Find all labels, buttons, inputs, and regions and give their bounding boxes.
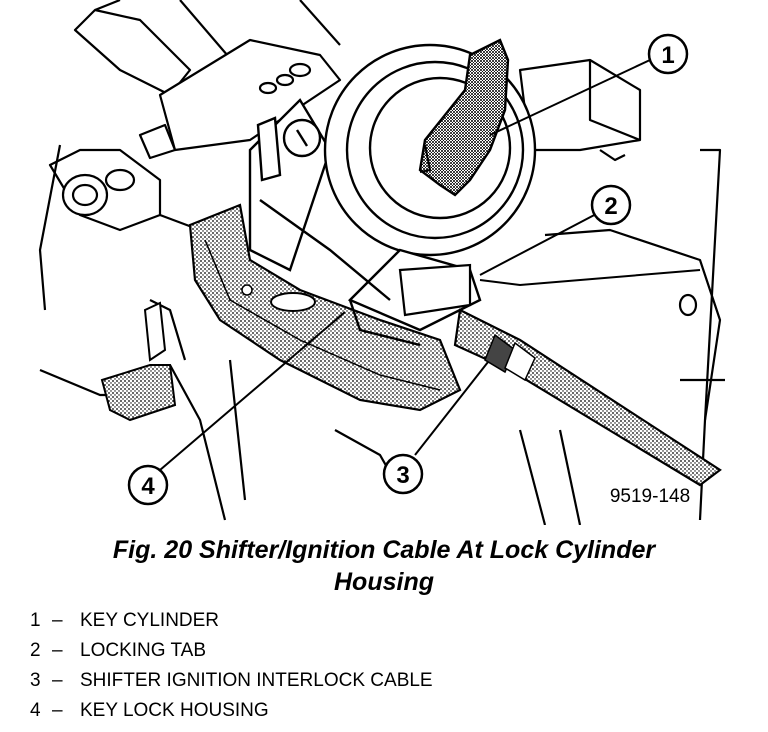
locking-tab (398, 263, 472, 317)
caption-line-1: Fig. 20 Shifter/Ignition Cable At Lock C… (112, 536, 656, 564)
legend-dash: – (52, 610, 63, 631)
legend-dash: – (52, 670, 63, 691)
steering-column-structure (38, 0, 725, 525)
legend-item: 4–KEY LOCK HOUSING (30, 696, 433, 726)
legend-number: 3 (30, 670, 41, 691)
callout-2: 2 (590, 184, 632, 226)
lower-bracket (100, 364, 177, 422)
svg-text:4: 4 (141, 473, 155, 500)
svg-text:1: 1 (661, 42, 674, 69)
legend-number: 1 (30, 610, 41, 631)
legend-label: SHIFTER IGNITION INTERLOCK CABLE (80, 670, 433, 691)
figure-caption: Fig. 20 Shifter/Ignition Cable At Lock C… (0, 534, 768, 598)
key-lock-housing (188, 203, 462, 412)
svg-text:3: 3 (396, 462, 409, 489)
leader-lines (159, 59, 651, 471)
legend-dash: – (52, 640, 63, 661)
figure-code: 9519-148 (610, 486, 690, 507)
callout-4: 4 (127, 464, 169, 506)
key (418, 38, 510, 197)
diagram-illustration: 1 2 3 4 9519-148 (38, 0, 725, 525)
legend-list: 1–KEY CYLINDER 2–LOCKING TAB 3–SHIFTER I… (30, 606, 433, 726)
interlock-cable (453, 269, 722, 487)
legend-item: 2–LOCKING TAB (30, 636, 433, 666)
caption-line-2: Housing (334, 568, 434, 596)
legend-item: 3–SHIFTER IGNITION INTERLOCK CABLE (30, 666, 433, 696)
callout-3: 3 (382, 453, 424, 495)
legend-number: 2 (30, 640, 41, 661)
legend-number: 4 (30, 700, 41, 721)
legend-label: LOCKING TAB (80, 640, 206, 661)
legend-label: KEY LOCK HOUSING (80, 700, 269, 721)
legend-item: 1–KEY CYLINDER (30, 606, 433, 636)
legend-dash: – (52, 700, 63, 721)
svg-text:2: 2 (604, 193, 617, 220)
legend-label: KEY CYLINDER (80, 610, 220, 631)
bracket-tab (143, 301, 167, 362)
callout-1: 1 (647, 33, 689, 75)
